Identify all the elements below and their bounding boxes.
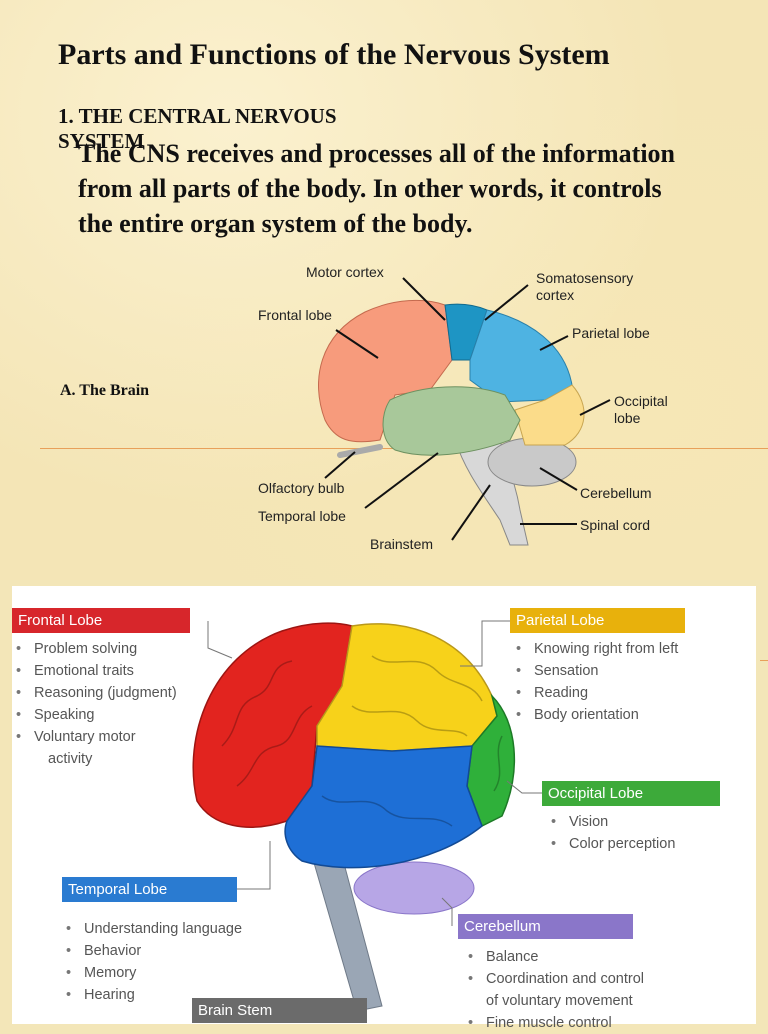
cerebellum-leader: [539, 467, 578, 491]
list-item: Behavior: [62, 940, 242, 962]
frontal-connector: [207, 621, 233, 659]
list-item: Body orientation: [512, 704, 678, 726]
list-item: Balance: [464, 946, 644, 968]
list-item-continuation: of voluntary movement: [486, 993, 633, 1009]
list-item: Coordination and control: [464, 968, 644, 990]
list-item: Knowing right from left: [512, 638, 678, 660]
list-item: Vision: [547, 811, 675, 833]
cerebellum-functions-list: Balance Coordination and control of volu…: [464, 946, 644, 1034]
frontal-lobe-title-text: Frontal Lobe: [18, 612, 103, 629]
list-item: Emotional traits: [12, 660, 177, 682]
list-item: Memory: [62, 962, 242, 984]
occipital-lobe-shape: [514, 384, 585, 446]
frontal-leader: [335, 329, 379, 359]
list-item: Fine muscle control: [464, 1012, 644, 1034]
label-parietal-lobe: Parietal lobe: [572, 325, 650, 341]
label-spinal-cord: Spinal cord: [580, 517, 651, 533]
slide-title: Parts and Functions of the Nervous Syste…: [58, 38, 610, 71]
temporal-lobe-shape: [382, 386, 521, 456]
cerebellum-title-text: Cerebellum: [464, 918, 541, 935]
temporal-connector: [237, 841, 271, 890]
brainstem-leader: [451, 484, 491, 541]
parietal-leader: [539, 335, 569, 351]
temporal-leader: [364, 452, 439, 509]
occipital-functions-list: Vision Color perception: [547, 811, 675, 855]
gyri-texture: [221, 655, 503, 827]
label-cerebellum: Cerebellum: [580, 485, 652, 501]
motor-cortex-leader: [402, 277, 446, 321]
edge-rule-mark: [760, 660, 768, 661]
parietal-connector: [460, 620, 510, 667]
frontal-lobe-shape: [318, 299, 453, 443]
list-item: Color perception: [547, 833, 675, 855]
label-somatosensory-cortex: Somatosensory cortex: [536, 270, 634, 303]
cerebellum-connector: [441, 897, 453, 926]
label-occipital-lobe: Occipital lobe: [614, 393, 668, 426]
list-item: Reasoning (judgment): [12, 682, 177, 704]
olfactory-bulb-shape: [337, 444, 383, 458]
cerebellum-region: [353, 861, 475, 915]
list-item: Hearing: [62, 984, 242, 1006]
list-item: Sensation: [512, 660, 678, 682]
temporal-region: [284, 745, 483, 869]
frontal-region: [192, 622, 353, 828]
label-motor-cortex: Motor cortex: [306, 264, 384, 280]
list-item: Understanding language: [62, 918, 242, 940]
occipital-connector: [506, 780, 542, 794]
occipital-leader: [579, 399, 611, 416]
section-heading: 1. THE CENTRAL NERVOUS SYSTEM: [58, 104, 337, 153]
parietal-lobe-shape: [469, 309, 573, 403]
lobe-functions-diagram: Frontal Lobe Problem solving Emotional t…: [12, 586, 756, 1034]
parietal-lobe-title: Parietal Lobe: [510, 608, 685, 633]
parietal-functions-list: Knowing right from left Sensation Readin…: [512, 638, 678, 726]
list-item: Speaking: [12, 704, 177, 726]
temporal-lobe-title-text: Temporal Lobe: [68, 881, 168, 898]
list-item-continuation: activity: [48, 751, 93, 767]
list-item: Voluntary motor: [12, 726, 177, 748]
brain-stem-title: Brain Stem: [192, 998, 367, 1023]
occipital-lobe-title: Occipital Lobe: [542, 781, 720, 806]
cerebellum-title: Cerebellum: [458, 914, 633, 939]
frontal-functions-list: Problem solving Emotional traits Reasoni…: [12, 638, 177, 770]
brain-stem-title-text: Brain Stem: [198, 1002, 273, 1019]
label-temporal-lobe: Temporal lobe: [258, 508, 346, 524]
temporal-functions-list: Understanding language Behavior Memory H…: [62, 918, 242, 1006]
somatosensory-leader: [484, 284, 529, 321]
label-olfactory-bulb: Olfactory bulb: [258, 480, 345, 496]
olfactory-leader: [324, 451, 356, 479]
list-item: Problem solving: [12, 638, 177, 660]
temporal-lobe-title: Temporal Lobe: [62, 877, 237, 902]
slide: Parts and Functions of the Nervous Syste…: [0, 0, 768, 580]
occipital-lobe-title-text: Occipital Lobe: [548, 785, 644, 802]
label-frontal-lobe: Frontal lobe: [258, 307, 332, 323]
cns-paragraph: The CNS receives and processes all of th…: [78, 139, 675, 238]
parietal-lobe-title-text: Parietal Lobe: [516, 612, 605, 629]
brain-diagram-colored: [192, 620, 542, 1012]
frontal-lobe-title: Frontal Lobe: [12, 608, 190, 633]
brain-diagram-lateral: [318, 277, 611, 546]
label-brainstem: Brainstem: [370, 536, 434, 552]
brain-subheading: A. The Brain: [60, 382, 150, 399]
list-item: Reading: [512, 682, 678, 704]
